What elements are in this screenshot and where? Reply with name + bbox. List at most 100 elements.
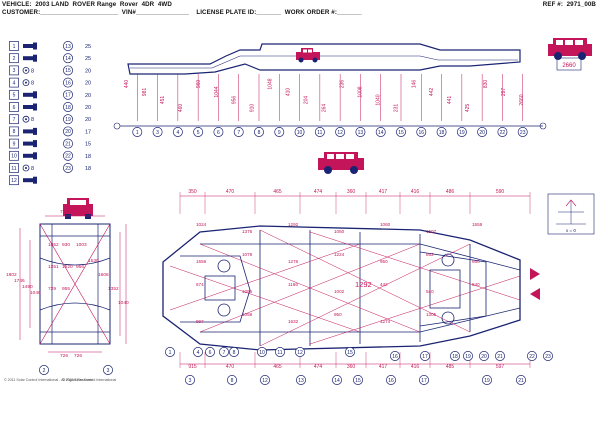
- side-point-label: 14: [378, 130, 384, 136]
- rear-suspension: [419, 251, 487, 327]
- vehicle-line: VEHICLE: 2003 LAND ROVER Range Rover 4DR…: [2, 1, 172, 8]
- front-dim-lines: [19, 215, 127, 353]
- plan-inner-dimension: 442: [380, 282, 388, 287]
- plan-bottom-point: 21: [516, 375, 526, 385]
- plan-inner-dimension: 1060: [380, 222, 391, 227]
- plan-bottom-dimension: 474: [314, 364, 323, 370]
- legend-point: 17: [63, 89, 73, 100]
- hole-icon: [22, 164, 30, 172]
- plan-top-dimension: 350: [188, 189, 197, 195]
- plan-point-label: 22: [529, 354, 535, 360]
- front-dimension: 729: [48, 286, 56, 292]
- legend-value: 17: [85, 129, 91, 135]
- side-dimension: 440: [124, 80, 130, 89]
- plan-side-arrows: [530, 268, 540, 300]
- plan-point-label: 12: [297, 350, 303, 356]
- front-frame-outline: [39, 223, 111, 345]
- legend-point: 15: [63, 65, 73, 76]
- side-point-label: 23: [520, 130, 526, 136]
- front-point: 2: [39, 365, 49, 375]
- legend-point: 7: [9, 114, 19, 125]
- front-bottom-dimension: 726: [60, 353, 68, 359]
- front-dimension: 930: [62, 242, 70, 248]
- side-point: 19: [456, 127, 467, 137]
- side-dimension: 1040: [375, 94, 381, 105]
- plan-inner-dimension: 1079: [242, 252, 253, 257]
- legend-item: 21 15: [63, 138, 91, 149]
- plan-bottom-dimension: 417: [379, 364, 388, 370]
- plan-inner-dimension: 1276: [288, 259, 299, 264]
- side-point-label: 12: [337, 130, 343, 136]
- front-dimension: 1530: [88, 258, 99, 264]
- legend-point: 16: [63, 77, 73, 88]
- front-point-label: 3: [107, 368, 110, 374]
- plan-point: 22: [527, 351, 537, 361]
- legend-value: 20: [85, 68, 91, 74]
- front-car-icon: [63, 198, 93, 219]
- plan-point: 23: [543, 351, 553, 361]
- front-dimension: 1040: [118, 300, 129, 306]
- side-point: 5: [193, 127, 204, 137]
- angle-inset-label: x = 0: [566, 228, 576, 233]
- plan-top-dimension: 470: [226, 189, 235, 195]
- legend-value: 8: [31, 68, 34, 74]
- plan-bottom-point-label: 16: [388, 378, 394, 384]
- plan-inner-dimension: 1507: [426, 229, 437, 234]
- side-datum-marker: [113, 122, 121, 130]
- legend-value: 18: [85, 154, 91, 160]
- legend-point: 2: [9, 53, 19, 64]
- hole-icon: [22, 115, 30, 123]
- side-dimension: 1044: [214, 86, 220, 97]
- side-point: 7: [233, 127, 244, 137]
- legend-item: 14 25: [63, 53, 91, 64]
- legend-item: 8: [9, 126, 37, 137]
- legend-point: 5: [9, 89, 19, 100]
- legend-point-label: 17: [65, 93, 71, 99]
- legend-item: 1: [9, 41, 37, 51]
- legend-point: 21: [63, 138, 73, 149]
- suv-icon-mid: [318, 152, 364, 174]
- legend-item: 10: [9, 150, 37, 161]
- legend-point-label: 13: [65, 44, 71, 50]
- plan-bottom-point-label: 8: [231, 378, 234, 384]
- side-point: 11: [314, 127, 325, 137]
- front-dimension: 956: [76, 264, 84, 270]
- plan-point: 18: [450, 351, 460, 361]
- plan-point: 6: [205, 347, 215, 357]
- legend-value: 20: [85, 93, 91, 99]
- front-point: 3: [103, 365, 113, 375]
- legend-point-label: 4: [13, 80, 16, 86]
- legend-point: 22: [63, 150, 73, 161]
- side-dimension: 956: [232, 96, 238, 105]
- legend-value: 20: [85, 117, 91, 123]
- side-dimension: 960: [196, 80, 202, 89]
- legend-point: 11: [9, 163, 19, 173]
- legend-value: 15: [85, 142, 91, 148]
- legend-point: 14: [63, 53, 73, 64]
- angle-inset: x = 0: [547, 193, 595, 235]
- legend-value: 25: [85, 56, 91, 62]
- plan-top-dimension: 474: [314, 189, 323, 195]
- legend-point: 1: [9, 41, 19, 51]
- plan-inner-dimension: 674: [196, 282, 204, 287]
- bolt-icon: [23, 129, 33, 134]
- copyright-mid: © 2011 Solar Control International: [62, 378, 117, 382]
- plan-point: 20: [479, 351, 489, 361]
- plan-point: 15: [345, 347, 355, 357]
- legend-point: 4: [9, 77, 19, 88]
- legend-point-label: 10: [11, 154, 17, 160]
- legend-value: 20: [85, 81, 91, 87]
- legend-point-label: 21: [65, 141, 71, 147]
- front-dimension: 436: [80, 209, 88, 215]
- plan-bottom-point: 16: [386, 375, 396, 385]
- side-point-label: 6: [217, 130, 220, 136]
- side-point: 14: [375, 127, 386, 137]
- side-dimension: 264: [322, 104, 328, 113]
- plan-bottom-point-label: 12: [262, 378, 268, 384]
- front-dimension: 1046: [30, 290, 41, 296]
- plan-inner-dimension: 1556: [196, 259, 207, 264]
- plan-point: 8: [229, 347, 239, 357]
- side-point: 18: [436, 127, 447, 137]
